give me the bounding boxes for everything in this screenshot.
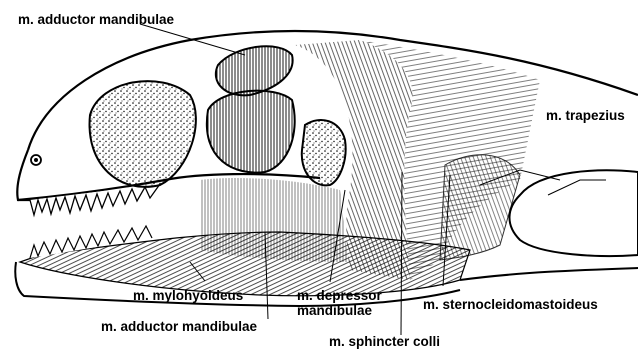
label-depressor-mandibulae-line2: mandibulae <box>297 303 372 318</box>
label-adductor-mandibulae-top: m. adductor mandibulae <box>18 12 174 27</box>
label-sphincter-colli: m. sphincter colli <box>329 334 440 349</box>
label-trapezius: m. trapezius <box>546 108 625 123</box>
sternocleidomastoideus-muscle <box>440 155 520 260</box>
label-sternocleidomastoideus: m. sternocleidomastoideus <box>423 297 598 312</box>
adductor-mandibulae-lower-muscle <box>200 178 348 262</box>
label-mylohyoideus: m. mylohyoideus <box>133 288 243 303</box>
neck-lower-outline <box>460 268 638 280</box>
lateral-temporal-fenestra <box>207 91 295 173</box>
label-depressor-mandibulae-line1: m. depressor <box>297 288 382 303</box>
orbit-fenestra <box>90 81 196 187</box>
quadrate-region <box>302 120 346 185</box>
upper-teeth <box>30 184 160 215</box>
label-adductor-mandibulae-bottom: m. adductor mandibulae <box>101 319 257 334</box>
upper-temporal-fenestra <box>216 46 293 95</box>
